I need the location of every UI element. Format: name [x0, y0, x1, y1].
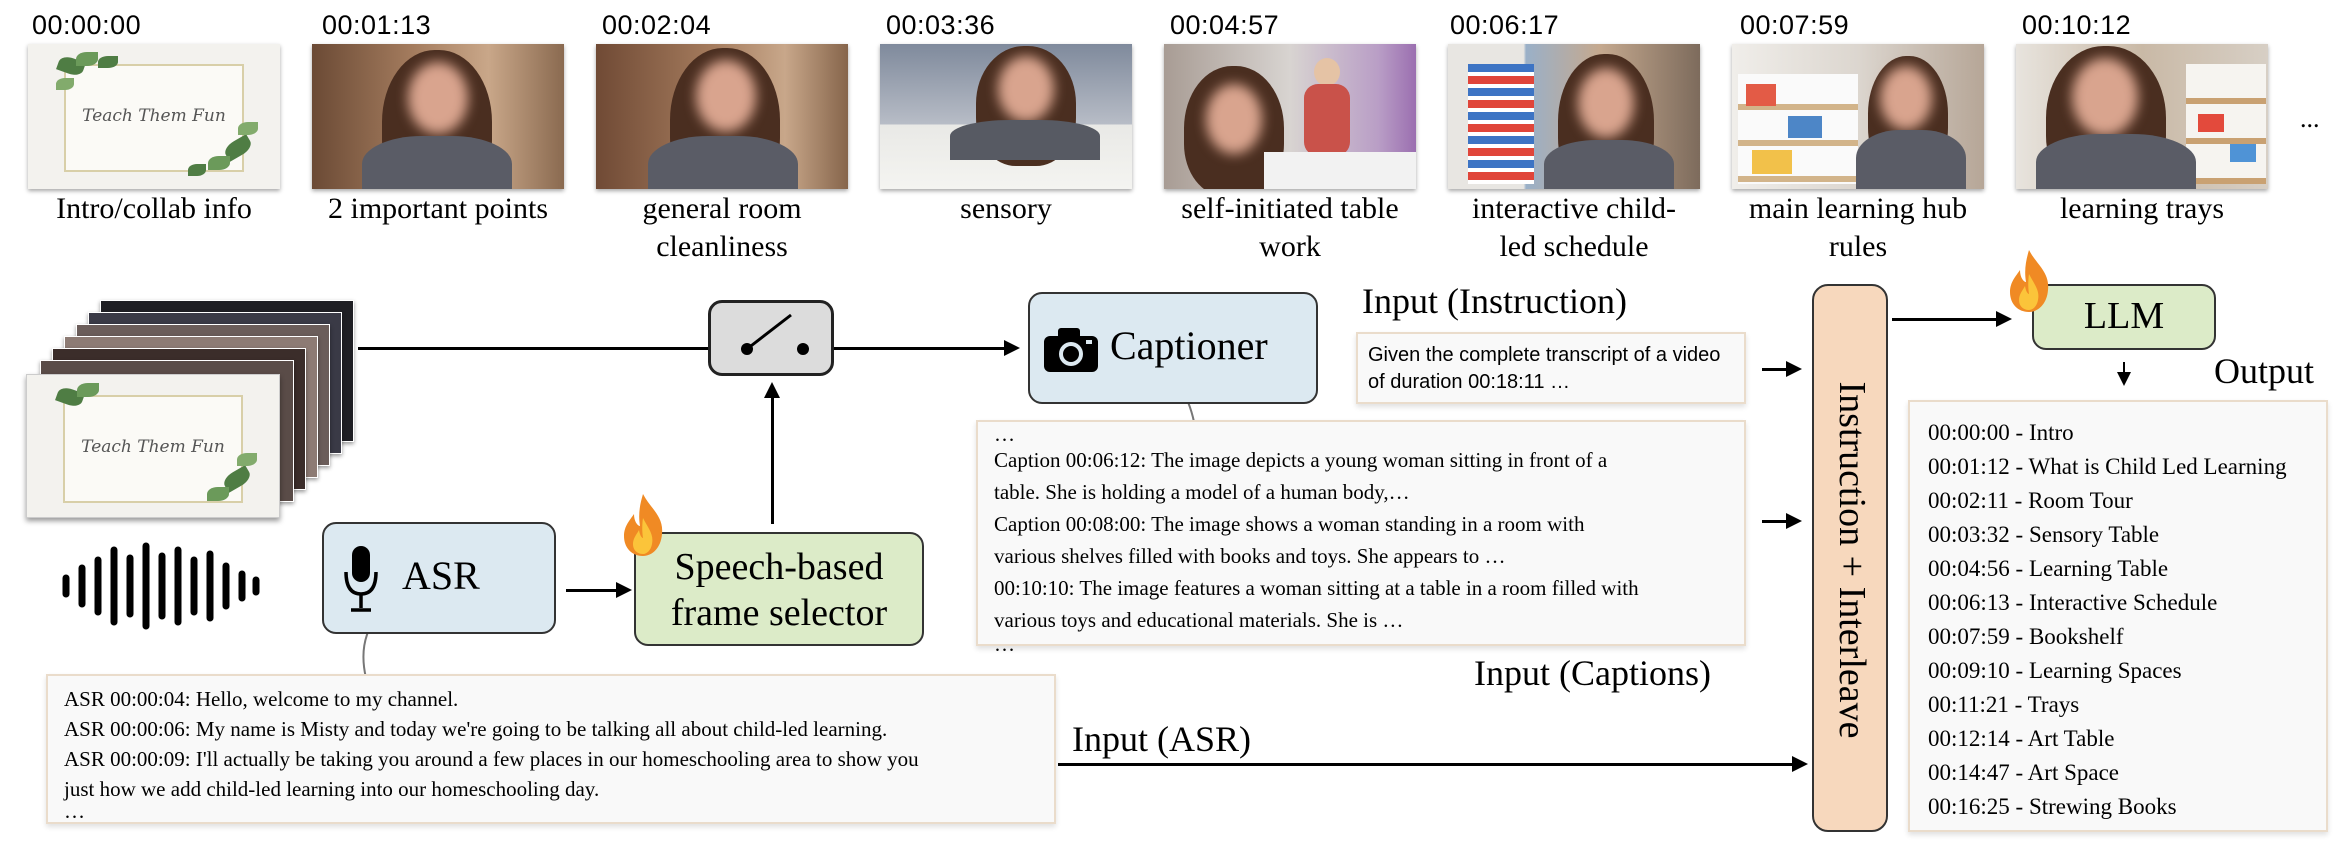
chapter-line: 00:12:14 - Art Table — [1928, 726, 2115, 751]
frame-label: interactive child-led schedule — [1471, 192, 1677, 263]
chapter-line: 00:03:32 - Sensory Table — [1928, 522, 2160, 547]
frame-selector-label-line2: frame selector — [670, 592, 888, 634]
chapter-line: 00:07:59 - Bookshelf — [1928, 624, 2124, 649]
frame-selector-module: Speech-based frame selector — [634, 532, 924, 646]
frame-thumbnail — [312, 44, 564, 189]
caption-line: Caption 00:06:12: The image depicts a yo… — [994, 448, 1608, 472]
frame-label: learning trays — [2059, 192, 2225, 225]
frame-timestamp: 00:07:59 — [1740, 10, 1850, 40]
asr-input-header: Input (ASR) — [1072, 719, 1251, 759]
chapter-line: 00:00:00 - Intro — [1928, 420, 2074, 445]
frame-label: Intro/collab info — [56, 192, 252, 225]
instruction-header: Input (Instruction) — [1362, 281, 1627, 321]
frame-thumbnail — [1732, 44, 1984, 189]
frame-label: main learning hub rules — [1748, 192, 1968, 263]
frame-thumbnail-intro: Teach Them Fun — [28, 44, 280, 189]
chapter-line: 00:09:10 - Learning Spaces — [1928, 658, 2182, 683]
fire-icon — [624, 494, 663, 556]
frame-timestamp: 00:01:13 — [322, 10, 432, 40]
audio-waveform-icon — [62, 542, 260, 630]
thumbnail-title: Teach Them Fun — [82, 106, 226, 126]
caption-line: 00:10:10: The image features a woman sit… — [994, 576, 1639, 600]
chapter-line: 00:02:11 - Room Tour — [1928, 488, 2133, 513]
asr-line: just how we add child-led learning into … — [64, 777, 600, 801]
camera-icon — [1044, 328, 1098, 372]
frame-thumbnail — [596, 44, 848, 189]
captions-ellipsis: … — [994, 632, 1015, 656]
frame-thumbnail — [1164, 44, 1416, 189]
captioner-module: Captioner — [1028, 292, 1318, 404]
captions-textbox: … Caption 00:06:12: The image depicts a … — [976, 420, 1746, 655]
output-header: Output — [2214, 351, 2315, 391]
chapter-line: 00:14:47 - Art Space — [1928, 760, 2119, 785]
frame-switch — [708, 300, 834, 376]
llm-module: LLM — [2032, 284, 2216, 350]
chapter-line: 00:06:13 - Interactive Schedule — [1928, 590, 2218, 615]
captioner-label: Captioner — [1110, 323, 1268, 368]
frame-timestamp: 00:06:17 — [1450, 10, 1560, 40]
caption-line: various toys and educational materials. … — [994, 608, 1404, 632]
captions-ellipsis: … — [994, 422, 1015, 446]
asr-line: ASR 00:00:04: Hello, welcome to my chann… — [64, 687, 459, 711]
asr-module: ASR — [322, 522, 556, 634]
interleave-module: Instruction + Interleave — [1812, 284, 1888, 832]
chapter-line: 00:11:21 - Trays — [1928, 692, 2080, 717]
caption-line: table. She is holding a model of a human… — [994, 480, 1410, 504]
llm-label: LLM — [2083, 295, 2165, 337]
interleave-label: Instruction + Interleave — [1831, 381, 1873, 739]
chapter-line: 00:04:56 - Learning Table — [1928, 556, 2169, 581]
instruction-textbox: Given the complete transcript of a video… — [1356, 332, 1746, 404]
frame-label: general room cleanliness — [642, 192, 802, 263]
asr-label: ASR — [402, 553, 480, 598]
asr-line: ASR 00:00:06: My name is Misty and today… — [64, 717, 888, 741]
chapter-line: 00:01:12 - What is Child Led Learning — [1928, 454, 2287, 479]
caption-line: Caption 00:08:00: The image shows a woma… — [994, 512, 1585, 536]
microphone-icon — [344, 546, 378, 612]
frame-label: sensory — [960, 192, 1052, 225]
frame-timestamp: 00:10:12 — [2022, 10, 2132, 40]
thumbnail-title: Teach Them Fun — [81, 437, 225, 457]
frame-thumbnail — [2016, 44, 2268, 189]
instruction-line: of duration 00:18:11 … — [1368, 371, 1570, 393]
frame-timestamp: 00:04:57 — [1170, 10, 1280, 40]
frame-thumbnail — [880, 44, 1132, 189]
frame-label: self-initiated table work — [1181, 192, 1399, 263]
frame-timestamp: 00:02:04 — [602, 10, 712, 40]
frame-timestamp: 00:00:00 — [32, 10, 142, 40]
asr-connector — [362, 631, 369, 679]
frame-selector-label-line1: Speech-based — [674, 546, 884, 588]
output-chapters-textbox: 00:00:00 - Intro 00:01:12 - What is Chil… — [1908, 400, 2328, 832]
input-video-thumbnail: Teach Them Fun — [26, 374, 280, 518]
asr-ellipsis: … — [64, 799, 85, 823]
fire-icon — [2010, 250, 2049, 312]
frame-thumbnail — [1448, 44, 1700, 189]
switch-icon — [741, 313, 809, 355]
frame-label: 2 important points — [328, 192, 548, 225]
instruction-line: Given the complete transcript of a video — [1368, 344, 1721, 366]
captions-header: Input (Captions) — [1474, 653, 1711, 693]
caption-line: various shelves filled with books and to… — [994, 544, 1506, 568]
timeline-ellipsis: ... — [2300, 104, 2320, 133]
chapter-line: 00:16:25 - Strewing Books — [1928, 794, 2177, 819]
asr-line: ASR 00:00:09: I'll actually be taking yo… — [64, 747, 919, 771]
asr-transcript-textbox: ASR 00:00:04: Hello, welcome to my chann… — [46, 674, 1056, 824]
frame-timestamp: 00:03:36 — [886, 10, 996, 40]
